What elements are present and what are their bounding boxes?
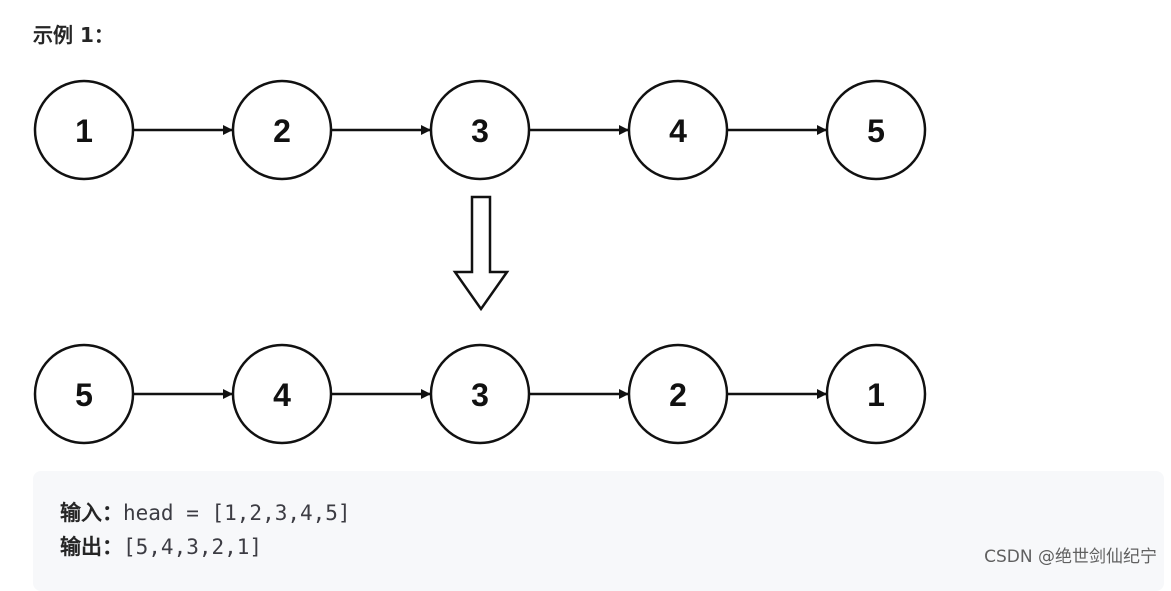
example-title: 示例 1：: [33, 23, 114, 47]
list-before-node-4: 4: [627, 79, 729, 181]
output-label: 输出：: [60, 535, 123, 559]
list-after-node-1: 5: [33, 343, 135, 445]
watermark: CSDN @绝世剑仙纪宁: [984, 547, 1157, 567]
list-after-node-2: 4: [231, 343, 333, 445]
transform-down-arrow-icon: [452, 195, 510, 312]
node-circle: [825, 79, 927, 181]
list-after-node-3: 3: [429, 343, 531, 445]
list-after: 5 4 3 2 1: [33, 343, 927, 445]
node-value: 1: [867, 377, 885, 413]
node-circle: [429, 343, 531, 445]
node-value: 2: [273, 113, 291, 149]
list-before-node-1: 1: [33, 79, 135, 181]
list-after-node-4: 2: [627, 343, 729, 445]
list-after-node-5: 1: [825, 343, 927, 445]
node-circle: [33, 79, 135, 181]
node-value: 4: [669, 113, 687, 149]
linked-list-diagram: 1 2 3 4 5 5: [33, 79, 927, 445]
list-before: 1 2 3 4 5: [33, 79, 927, 181]
input-label: 输入：: [60, 501, 123, 525]
node-value: 4: [273, 377, 291, 413]
input-line: 输入：head = [1,2,3,4,5]: [60, 499, 351, 527]
example-io-block: [33, 471, 1164, 591]
node-circle: [627, 79, 729, 181]
node-circle: [231, 79, 333, 181]
list-before-node-3: 3: [429, 79, 531, 181]
node-circle: [231, 343, 333, 445]
node-value: 5: [75, 377, 93, 413]
node-value: 5: [867, 113, 885, 149]
node-circle: [825, 343, 927, 445]
list-before-node-5: 5: [825, 79, 927, 181]
output-line: 输出：[5,4,3,2,1]: [60, 533, 262, 561]
input-value: head = [1,2,3,4,5]: [123, 501, 351, 525]
node-circle: [627, 343, 729, 445]
node-value: 3: [471, 377, 489, 413]
node-circle: [33, 343, 135, 445]
node-value: 1: [75, 113, 93, 149]
node-value: 3: [471, 113, 489, 149]
node-value: 2: [669, 377, 687, 413]
list-before-node-2: 2: [231, 79, 333, 181]
output-value: [5,4,3,2,1]: [123, 535, 263, 559]
node-circle: [429, 79, 531, 181]
